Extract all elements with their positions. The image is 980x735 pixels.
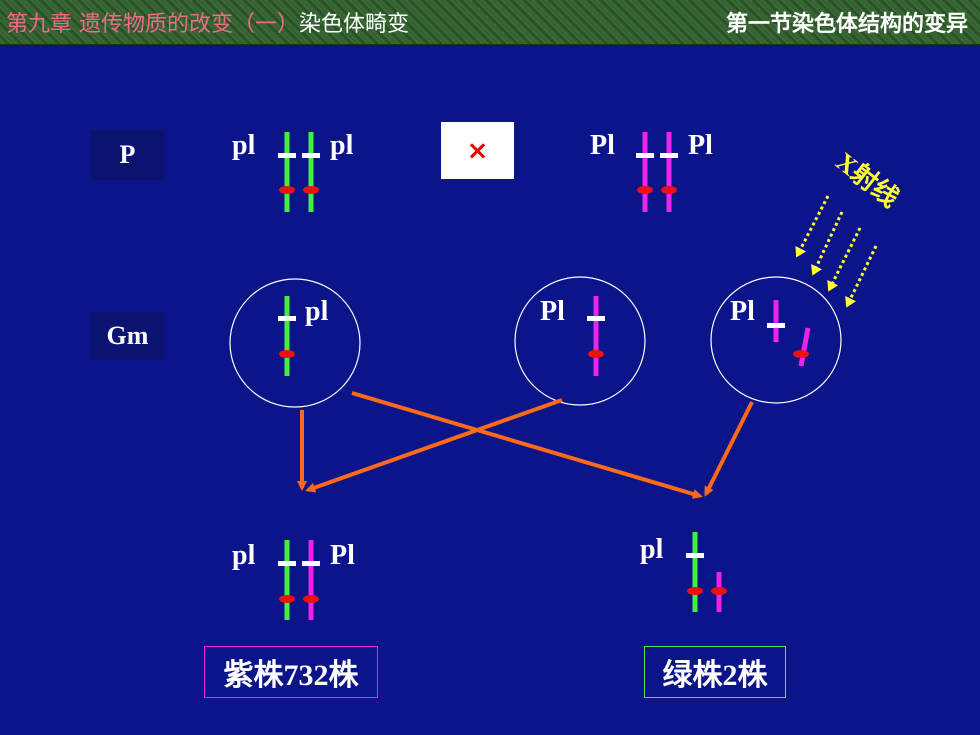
cross-arrows bbox=[297, 391, 754, 499]
allele-offspring1-right: Pl bbox=[330, 540, 355, 571]
allele-parent1-right: pl bbox=[330, 130, 354, 161]
allele-parent2-right: Pl bbox=[688, 130, 713, 161]
gamete-circle-2 bbox=[514, 276, 646, 406]
gamete-circle-1 bbox=[229, 278, 361, 408]
xray-arrows bbox=[795, 195, 878, 308]
allele-gamete3: Pl bbox=[730, 296, 755, 327]
section-title: 第一节染色体结构的变异 bbox=[725, 12, 968, 37]
allele-parent1-left: pl bbox=[232, 130, 256, 161]
allele-offspring2: pl bbox=[640, 534, 664, 565]
gamete2-chromosome bbox=[587, 296, 605, 376]
offspring1-chromosome-pair bbox=[278, 540, 320, 620]
gamete3-broken-chromosome bbox=[767, 300, 811, 367]
parent1-chromosome-pair bbox=[278, 132, 320, 212]
slide-header: 第九章 遗传物质的改变（一）染色体畸变 第一节染色体结构的变异 bbox=[0, 0, 980, 45]
offspring2-chromosome-pair bbox=[686, 532, 727, 612]
allele-gamete2: Pl bbox=[540, 296, 565, 327]
allele-parent2-left: Pl bbox=[590, 130, 615, 161]
purple-plant-count: 紫株732株 bbox=[204, 646, 378, 698]
allele-offspring1-left: pl bbox=[232, 540, 256, 571]
parent-label: P bbox=[91, 130, 164, 180]
parent2-chromosome-pair bbox=[636, 132, 678, 212]
gamete1-chromosome bbox=[278, 296, 296, 376]
cross-symbol: × bbox=[441, 122, 514, 179]
gamete-circle-3 bbox=[710, 276, 842, 404]
green-plant-count: 绿株2株 bbox=[644, 646, 786, 698]
chapter-title-main: 第九章 遗传物质的改变（一） bbox=[6, 12, 299, 37]
chapter-title: 第九章 遗传物质的改变（一）染色体畸变 bbox=[6, 6, 409, 38]
chapter-title-sub: 染色体畸变 bbox=[299, 12, 410, 37]
gamete-label: Gm bbox=[91, 312, 164, 360]
allele-gamete1: pl bbox=[305, 296, 329, 327]
